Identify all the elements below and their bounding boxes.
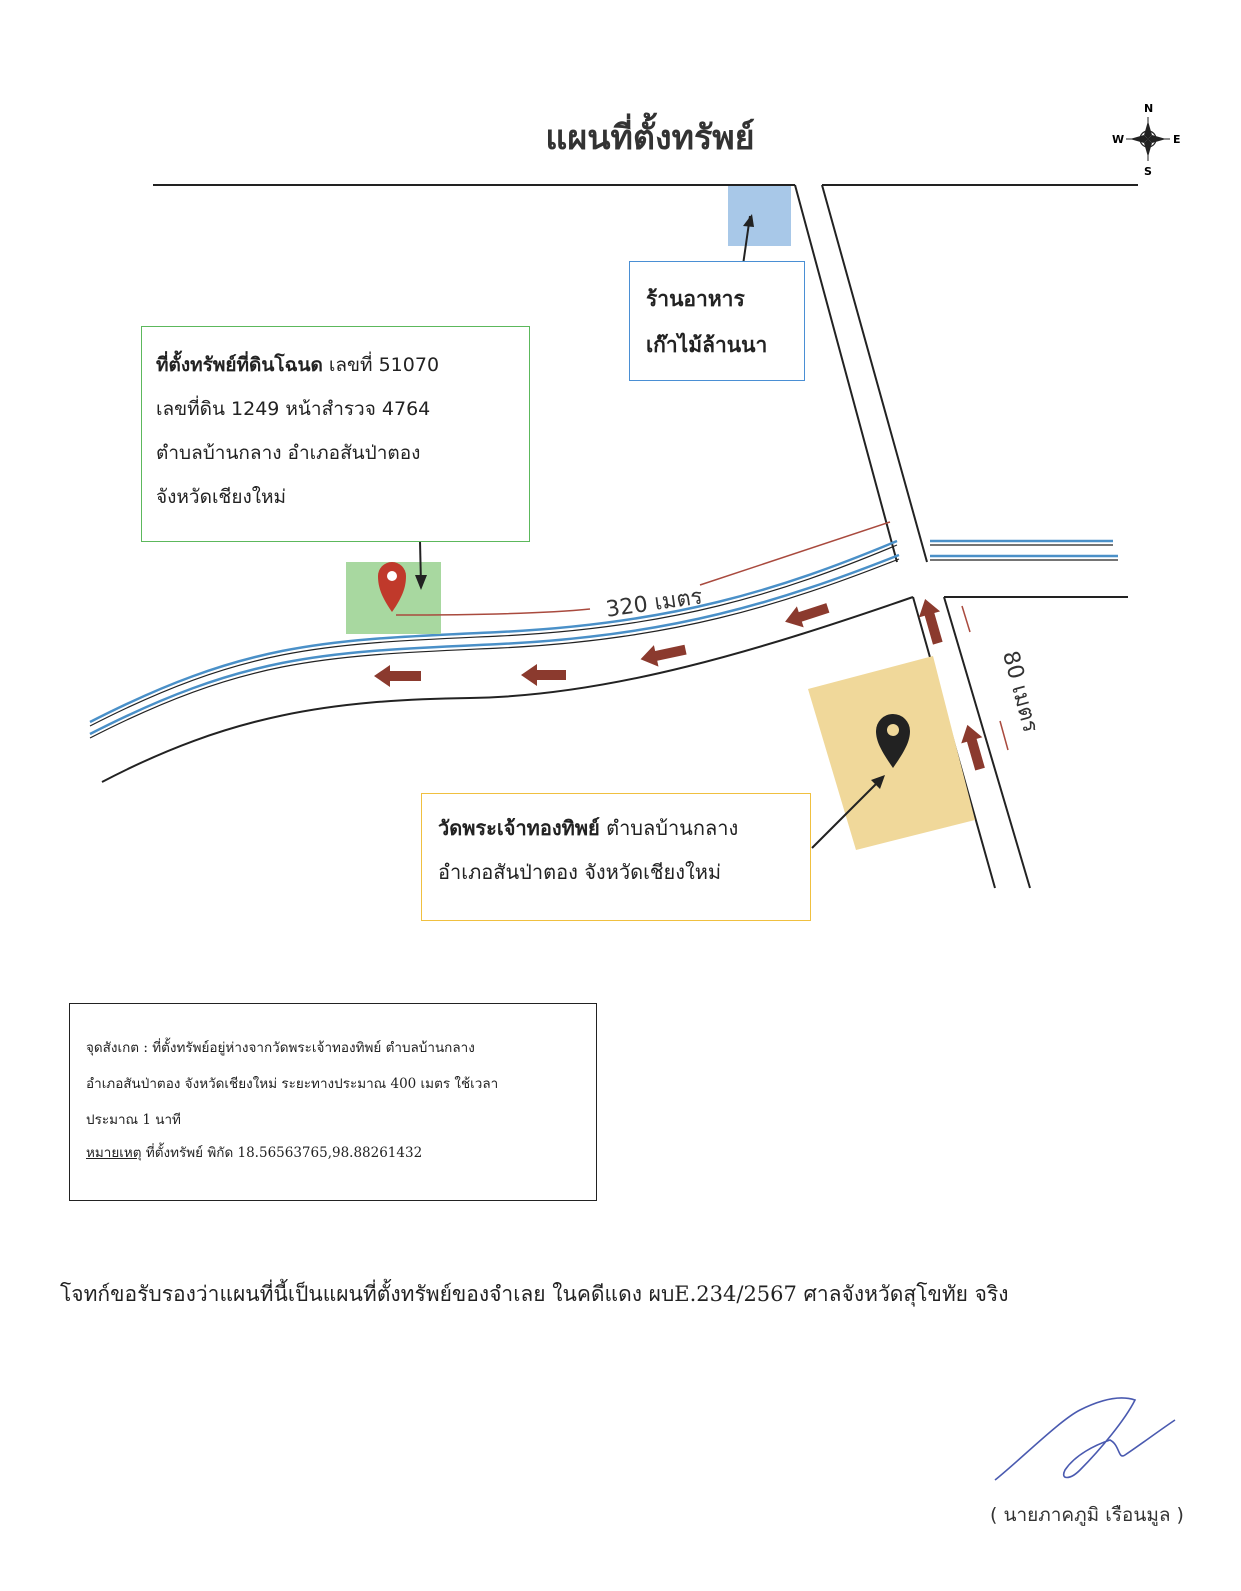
- temple-heading: วัดพระเจ้าทองทิพย์: [438, 816, 600, 840]
- direction-arrow-icon: [961, 724, 985, 771]
- note-remark-label: หมายเหตุ: [86, 1145, 142, 1161]
- direction-arrow-icon: [918, 598, 943, 645]
- compass-w: W: [1112, 133, 1124, 146]
- page-title: แผนที่ตั้งทรัพย์: [545, 118, 755, 158]
- compass-s: S: [1144, 165, 1152, 178]
- temple-location-pin-icon: [876, 714, 910, 768]
- temple-line-1: วัดพระเจ้าทองทิพย์ ตำบลบ้านกลาง: [438, 806, 794, 850]
- property-location-pin-icon: [378, 562, 406, 612]
- property-pointer-head: [415, 575, 427, 590]
- distance-label-80: 80 เมตร: [997, 648, 1043, 735]
- direction-arrow-icon: [374, 665, 421, 687]
- distance-line-80-top: [961, 605, 971, 633]
- road-main-south-edge: [101, 596, 914, 783]
- temple-line-2: อำเภอสันป่าตอง จังหวัดเชียงใหม่: [438, 860, 722, 884]
- direction-arrow-icon: [640, 644, 687, 667]
- property-line-3: ตำบลบ้านกลาง อำเภอสันป่าตอง: [156, 442, 421, 464]
- canal-west-edge-2: [89, 558, 900, 739]
- restaurant-info-box: ร้านอาหาร เก๊าไม้ล้านนา: [629, 261, 805, 381]
- distance-label-320: 320 เมตร: [604, 584, 704, 622]
- temple-info-box: วัดพระเจ้าทองทิพย์ ตำบลบ้านกลาง อำเภอสัน…: [421, 793, 811, 921]
- restaurant-pointer-head: [743, 214, 754, 227]
- property-deed-number: เลขที่ 51070: [322, 354, 440, 376]
- restaurant-line-1: ร้านอาหาร: [646, 287, 745, 311]
- property-line-2: เลขที่ดิน 1249 หน้าสำรวจ 4764: [156, 398, 431, 420]
- property-heading: ที่ตั้งทรัพย์ที่ดินโฉนด: [156, 354, 323, 376]
- canal-west-line-1: [89, 539, 898, 724]
- property-info-box: ที่ตั้งทรัพย์ที่ดินโฉนด เลขที่ 51070 เลข…: [141, 326, 530, 542]
- canal-west-edge-1: [89, 544, 898, 727]
- compass-rose-icon: N S E W: [1112, 102, 1181, 178]
- note-line-3: ประมาณ 1 นาที: [86, 1112, 181, 1128]
- direction-arrow-icon: [785, 603, 830, 628]
- property-line-4: จังหวัดเชียงใหม่: [156, 486, 287, 508]
- road-north-east-edge: [821, 184, 928, 563]
- road-south-east-edge: [943, 596, 1031, 889]
- note-line-2: อำเภอสันป่าตอง จังหวัดเชียงใหม่ ระยะทางป…: [86, 1076, 499, 1092]
- road-north-west-edge: [794, 184, 898, 563]
- canal-west-line-2: [89, 553, 900, 736]
- signer-name: ( นายภาคภูมิ เรือนมูล ): [990, 1504, 1184, 1526]
- property-line-1: ที่ตั้งทรัพย์ที่ดินโฉนด เลขที่ 51070: [156, 343, 515, 387]
- distance-line-320-east: [699, 521, 891, 586]
- compass-n: N: [1144, 102, 1153, 115]
- restaurant-line-2: เก๊าไม้ล้านนา: [646, 333, 768, 357]
- restaurant-zone: [728, 186, 791, 246]
- note-remark: หมายเหตุ ที่ตั้งทรัพย์ พิกัด 18.56563765…: [86, 1138, 580, 1168]
- temple-subdistrict: ตำบลบ้านกลาง: [599, 816, 739, 840]
- signature: [994, 1397, 1176, 1481]
- note-remark-text: ที่ตั้งทรัพย์ พิกัด 18.56563765,98.88261…: [141, 1145, 423, 1161]
- distance-line-80-bottom: [999, 720, 1009, 751]
- compass-e: E: [1173, 133, 1181, 146]
- note-line-1: จุดสังเกต : ที่ตั้งทรัพย์อยู่ห่างจากวัดพ…: [86, 1040, 475, 1056]
- landmark-note-box: จุดสังเกต : ที่ตั้งทรัพย์อยู่ห่างจากวัดพ…: [69, 1003, 597, 1201]
- distance-line-320-west: [395, 608, 591, 616]
- certification-statement: โจทก์ขอรับรองว่าแผนที่นี้เป็นแผนที่ตั้งท…: [60, 1282, 1009, 1306]
- direction-arrow-icon: [521, 664, 566, 686]
- temple-pointer: [811, 779, 881, 849]
- temple-pointer-head: [871, 775, 885, 789]
